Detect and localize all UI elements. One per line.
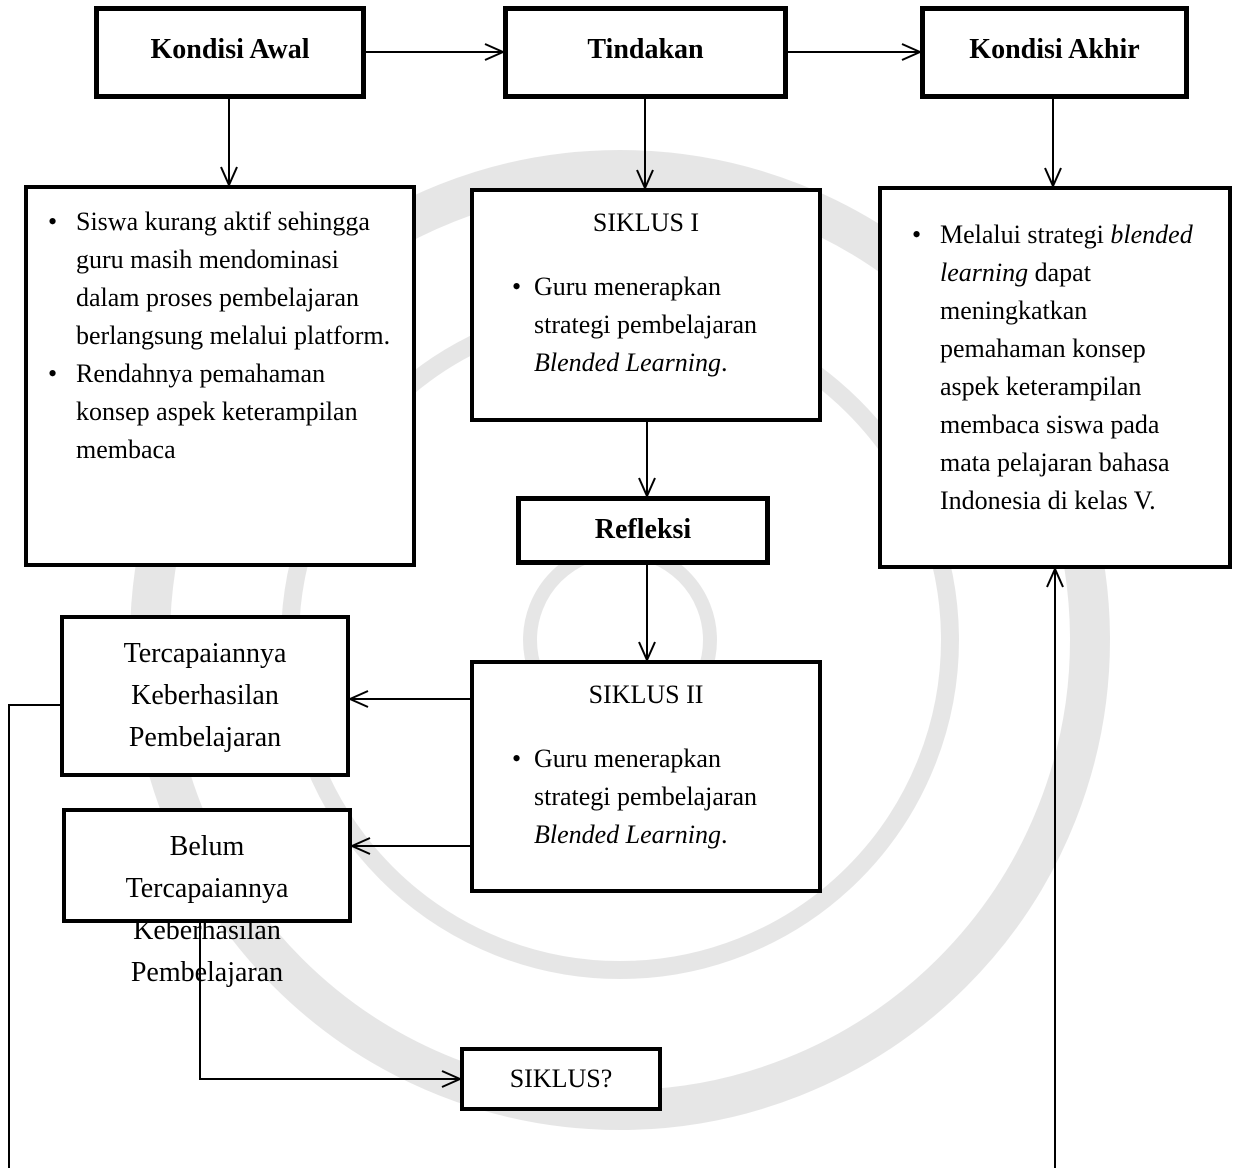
siklus-1-point: Guru menerapkan strategi pembelajaran Bl… [512,268,796,382]
siklus-q-box: SIKLUS? [460,1047,662,1111]
siklus-1-title: SIKLUS I [592,208,700,237]
tercapai-box: Tercapaiannya Keberhasilan Pembelajaran [60,615,350,777]
kondisi-awal-header: Kondisi Awal [94,6,366,99]
tercapai-label: Tercapaiannya Keberhasilan Pembelajaran [123,638,287,753]
line-tercapai-left [8,704,60,1168]
kondisi-awal-point-1: Siswa kurang aktif sehingga guru masih m… [32,203,394,355]
refleksi-box: Refleksi [516,496,770,565]
kondisi-awal-title: Kondisi Awal [150,34,310,65]
tindakan-title: Tindakan [587,34,704,65]
kondisi-akhir-point: Melalui strategi blended learning dapat … [896,216,1208,520]
tindakan-header: Tindakan [503,6,788,99]
siklus-2-point: Guru menerapkan strategi pembelajaran Bl… [512,740,796,854]
siklus-1-box: SIKLUS I Guru menerapkan strategi pembel… [470,188,822,422]
kondisi-akhir-box: Melalui strategi blended learning dapat … [878,186,1232,569]
siklus-2-title: SIKLUS II [588,680,704,709]
kondisi-akhir-header: Kondisi Akhir [920,6,1189,99]
kondisi-awal-box: Siswa kurang aktif sehingga guru masih m… [24,185,416,567]
siklus-2-box: SIKLUS II Guru menerapkan strategi pembe… [470,660,822,893]
belum-box: Belum Tercapaiannya Keberhasilan Pembela… [62,808,352,988]
refleksi-label: Refleksi [594,514,692,545]
kondisi-awal-point-2: Rendahnya pemahaman konsep aspek keteram… [32,355,394,469]
belum-label: Belum Tercapaiannya Keberhasilan Pembela… [125,831,289,988]
arrow-belum-to-siklusq [199,923,460,1079]
siklus-q-label: SIKLUS? [509,1064,613,1093]
kondisi-akhir-title: Kondisi Akhir [969,34,1140,65]
